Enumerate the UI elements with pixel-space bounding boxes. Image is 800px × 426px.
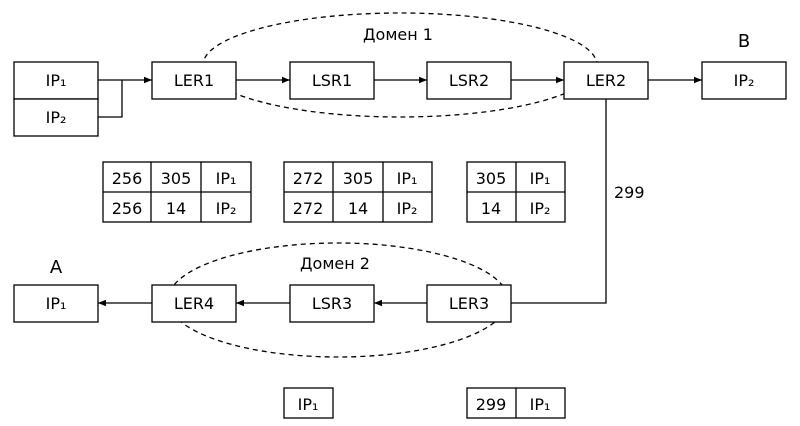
table-cell: 272 (293, 169, 324, 188)
node-ler2-label: LER2 (586, 71, 626, 90)
domain-2-label: Домен 2 (300, 254, 370, 273)
destination-b-ip-label: IP₂ (734, 71, 755, 90)
source-ip2-label: IP₂ (46, 108, 67, 127)
label-table-1: 256 305 IP₁ 256 14 IP₂ (102, 161, 252, 223)
destination-a-ip-label: IP₁ (46, 294, 67, 313)
node-lsr1-label: LSR1 (312, 71, 352, 90)
table-cell: IP₁ (397, 169, 418, 188)
node-lsr1: LSR1 (289, 61, 375, 100)
table-cell: 305 (476, 169, 507, 188)
node-lsr3-label: LSR3 (312, 294, 352, 313)
table-cell: 14 (481, 199, 501, 218)
label-table-3: 305 IP₁ 14 IP₂ (466, 161, 566, 223)
node-lsr2: LSR2 (426, 61, 512, 100)
destination-b-ip-box: IP₂ (701, 61, 787, 100)
table-cell: IP₂ (216, 199, 237, 218)
node-ler1: LER1 (151, 61, 237, 100)
source-ip-box: IP₁ IP₂ (13, 61, 99, 137)
table-cell: 305 (161, 169, 192, 188)
destination-a-ip-box: IP₁ (13, 284, 99, 323)
source-ip1-label: IP₁ (46, 71, 67, 90)
node-ler4-label: LER4 (174, 294, 214, 313)
link-label-299: 299 (614, 183, 645, 202)
table-cell: IP₁ (530, 395, 551, 414)
label-table-4: IP₁ (283, 387, 334, 419)
table-cell: 305 (343, 169, 374, 188)
table-cell: 299 (476, 395, 507, 414)
link-ler2-to-ler3 (511, 99, 607, 304)
table-cell: IP₁ (216, 169, 237, 188)
table-cell: 256 (112, 199, 143, 218)
node-lsr3: LSR3 (289, 284, 375, 323)
table-cell: IP₂ (530, 199, 551, 218)
table-cell: 272 (293, 199, 324, 218)
table-cell: IP₁ (530, 169, 551, 188)
node-ler1-label: LER1 (174, 71, 214, 90)
node-ler3: LER3 (426, 284, 512, 323)
node-ler2: LER2 (563, 61, 649, 100)
table-cell: 14 (166, 199, 186, 218)
label-table-2: 272 305 IP₁ 272 14 IP₂ (283, 161, 433, 223)
source-ip2-connector (98, 80, 123, 118)
table-cell: 256 (112, 169, 143, 188)
point-b-label: B (738, 31, 750, 52)
node-ler4: LER4 (151, 284, 237, 323)
table-cell: IP₁ (298, 395, 319, 414)
point-a-label: A (50, 257, 63, 278)
domain-1-label: Домен 1 (363, 25, 433, 44)
label-table-5: 299 IP₁ (466, 387, 566, 419)
node-lsr2-label: LSR2 (449, 71, 489, 90)
table-cell: 14 (348, 199, 368, 218)
node-ler3-label: LER3 (449, 294, 489, 313)
table-cell: IP₂ (397, 199, 418, 218)
